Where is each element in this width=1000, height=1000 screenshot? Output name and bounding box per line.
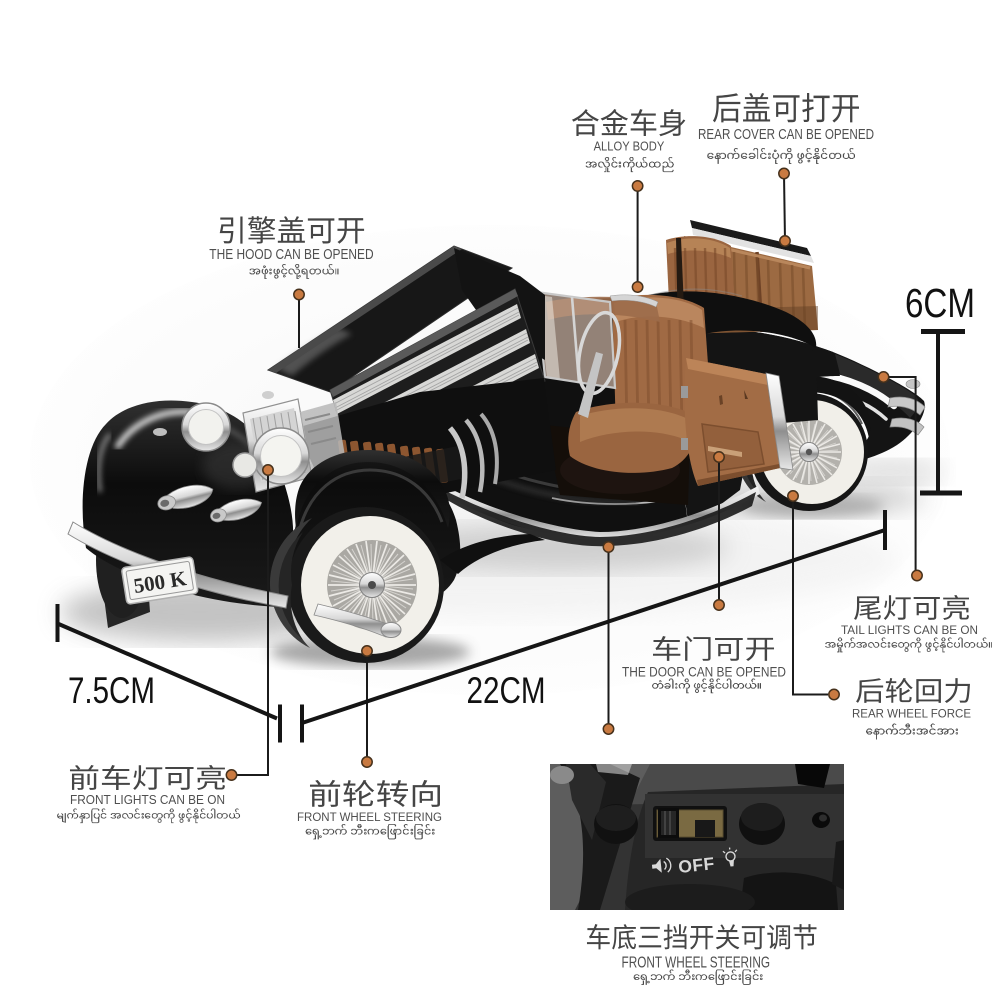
svg-text:OFF: OFF	[677, 853, 715, 877]
svg-text:REAR WHEEL FORCE: REAR WHEEL FORCE	[852, 707, 971, 721]
svg-text:7.5CM: 7.5CM	[68, 670, 155, 711]
svg-text:FRONT WHEEL STEERING: FRONT WHEEL STEERING	[297, 810, 442, 824]
svg-text:ALLOY BODY: ALLOY BODY	[594, 139, 665, 153]
svg-text:6CM: 6CM	[905, 280, 975, 326]
svg-text:TAIL LIGHTS CAN BE ON: TAIL LIGHTS CAN BE ON	[841, 625, 978, 637]
svg-text:THE DOOR CAN BE OPENED: THE DOOR CAN BE OPENED	[622, 664, 786, 680]
svg-text:FRONT LIGHTS CAN BE ON: FRONT LIGHTS CAN BE ON	[70, 792, 225, 807]
svg-text:REAR COVER CAN BE OPENED: REAR COVER CAN BE OPENED	[698, 126, 874, 143]
svg-text:THE HOOD CAN BE OPENED: THE HOOD CAN BE OPENED	[209, 247, 373, 263]
svg-text:FRONT WHEEL STEERING: FRONT WHEEL STEERING	[622, 955, 771, 972]
svg-text:22CM: 22CM	[467, 670, 546, 711]
